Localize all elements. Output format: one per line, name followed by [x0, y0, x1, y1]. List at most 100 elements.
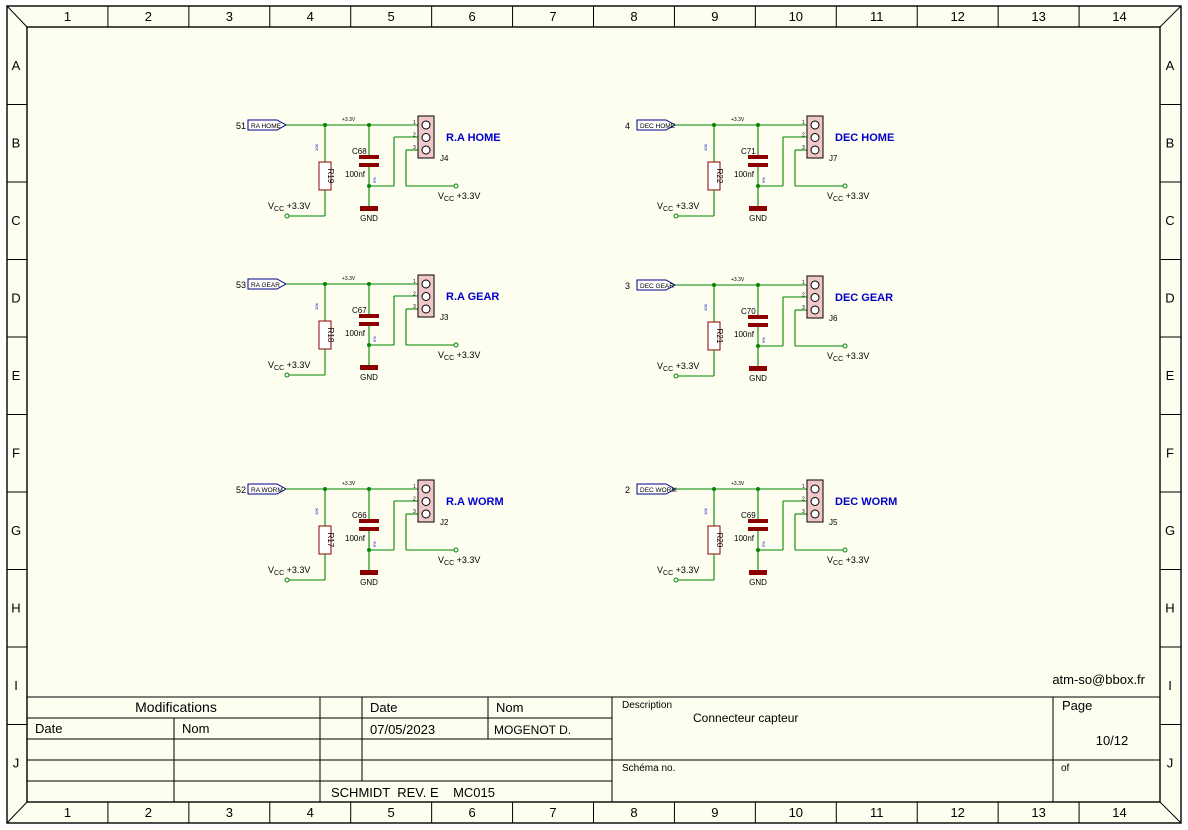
- gnd-symbol: [360, 206, 378, 211]
- row-label-right: D: [1165, 290, 1174, 305]
- page-label: Page: [1062, 698, 1092, 713]
- date-value: 07/05/2023: [370, 722, 435, 737]
- row-label-right: G: [1165, 523, 1175, 538]
- capacitor-plate: [359, 322, 379, 326]
- rail-label: +3.3V: [731, 117, 745, 123]
- column-label-top: 5: [388, 9, 395, 24]
- capacitor-ref: C66: [352, 511, 367, 520]
- net-label: RA HOME: [251, 123, 282, 130]
- gnd-label: GND: [749, 214, 767, 223]
- resistor-ref: R22: [715, 169, 724, 184]
- column-label-top: 11: [870, 9, 884, 24]
- pin-number: 2: [802, 497, 805, 503]
- capacitor-tolerance: 5%: [372, 541, 377, 547]
- capacitor-value: 100nf: [734, 534, 755, 543]
- net-port-flag: [247, 278, 288, 290]
- net-number: 52: [236, 485, 246, 495]
- vcc-terminal: [673, 373, 679, 379]
- column-label-top: 12: [950, 9, 964, 24]
- net-port-flag: [636, 279, 677, 291]
- capacitor-value: 100nf: [345, 170, 366, 179]
- column-label-top: 14: [1112, 9, 1126, 24]
- capacitor-tolerance: 5%: [372, 177, 377, 183]
- column-label-bottom: 13: [1031, 805, 1045, 820]
- vcc-terminal: [284, 577, 290, 583]
- vcc-terminal: [284, 213, 290, 219]
- connector-ref: J5: [829, 518, 838, 527]
- gnd-label: GND: [749, 374, 767, 383]
- capacitor-plate: [748, 155, 768, 159]
- title-block: atm-so@bbox.fr Modifications Date Nom Da…: [27, 672, 1160, 802]
- vcc-label: VCC +3.3V: [827, 555, 869, 567]
- description-label: Description: [622, 700, 672, 711]
- connector-pin: [421, 279, 431, 289]
- pin-number: 1: [802, 280, 805, 286]
- net-number: 53: [236, 280, 246, 290]
- resistor-ref: R20: [715, 533, 724, 548]
- capacitor-ref: C67: [352, 306, 367, 315]
- net-label: DEC GEAR: [640, 283, 674, 290]
- connector-pin: [810, 293, 820, 302]
- capacitor-plate: [748, 315, 768, 319]
- pin-number: 3: [802, 305, 805, 311]
- rail-label: +3.3V: [731, 277, 745, 283]
- connector-pin: [421, 145, 431, 155]
- resistor-value: 10K: [314, 144, 319, 151]
- rail-label: +3.3V: [342, 481, 356, 487]
- column-label-top: 2: [145, 9, 152, 24]
- connector-pin: [421, 509, 431, 519]
- capacitor-plate: [359, 314, 379, 318]
- pin-number: 3: [802, 509, 805, 515]
- column-label-bottom: 5: [388, 805, 395, 820]
- net-number: 2: [625, 485, 630, 495]
- vcc-terminal: [842, 183, 848, 189]
- pin-number: 1: [802, 484, 805, 490]
- capacitor-ref: C69: [741, 511, 756, 520]
- vcc-terminal: [453, 342, 459, 348]
- capacitor-tolerance: 5%: [372, 336, 377, 342]
- net-label: RA GEAR: [251, 282, 280, 289]
- capacitor-plate: [359, 155, 379, 159]
- column-label-bottom: 11: [870, 805, 884, 820]
- resistor-ref: R18: [326, 328, 335, 343]
- connector-pin: [810, 497, 820, 506]
- vcc-terminal: [842, 343, 848, 349]
- row-label-left: A: [12, 58, 21, 73]
- capacitor-value: 100nf: [345, 534, 366, 543]
- frame-corner: [6, 5, 28, 28]
- row-label-right: B: [1166, 135, 1175, 150]
- capacitor-plate: [359, 527, 379, 531]
- row-label-left: B: [12, 135, 21, 150]
- capacitor-value: 100nf: [734, 330, 755, 339]
- vcc-terminal: [453, 547, 459, 553]
- gnd-symbol: [749, 366, 767, 371]
- rail-label: +3.3V: [731, 481, 745, 487]
- gnd-label: GND: [360, 578, 378, 587]
- gnd-label: GND: [360, 373, 378, 382]
- capacitor-plate: [748, 527, 768, 531]
- column-label-top: 1: [64, 9, 71, 24]
- connector-title: DEC HOME: [835, 132, 894, 144]
- vcc-terminal: [842, 547, 848, 553]
- pin-number: 2: [802, 293, 805, 299]
- row-label-left: F: [12, 445, 20, 460]
- connector-title: R.A GEAR: [446, 291, 499, 303]
- connector-pin: [810, 145, 820, 155]
- resistor-value: 10K: [703, 144, 708, 151]
- capacitor-tolerance: 5%: [761, 177, 766, 183]
- capacitor-value: 100nf: [345, 329, 366, 338]
- of-label: of: [1061, 763, 1070, 774]
- gnd-label: GND: [360, 214, 378, 223]
- net-port-flag: [636, 483, 677, 495]
- connector-ref: J3: [440, 313, 449, 322]
- pin-number: 2: [413, 133, 416, 139]
- capacitor-tolerance: 5%: [761, 337, 766, 343]
- vcc-terminal: [453, 183, 459, 189]
- mod-date-header: Date: [35, 721, 62, 736]
- page-value: 10/12: [1096, 733, 1129, 748]
- column-label-bottom: 3: [226, 805, 233, 820]
